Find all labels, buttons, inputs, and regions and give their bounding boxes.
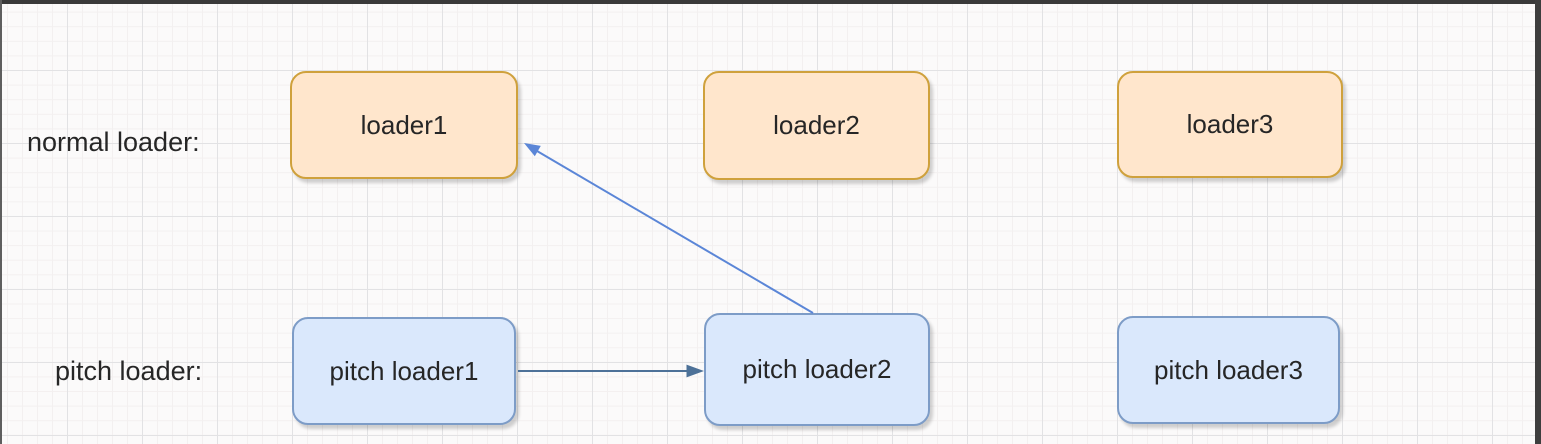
node-pitch-loader3-label: pitch loader3 bbox=[1154, 354, 1303, 385]
node-pitch-loader3[interactable]: pitch loader3 bbox=[1117, 316, 1340, 424]
arrowhead-pitch-loader2-to-loader1 bbox=[524, 143, 541, 157]
arrow-pitch-loader2-to-loader1[interactable] bbox=[536, 150, 814, 314]
node-pitch-loader2[interactable]: pitch loader2 bbox=[704, 313, 930, 426]
node-pitch-loader1[interactable]: pitch loader1 bbox=[292, 317, 516, 425]
node-loader1[interactable]: loader1 bbox=[290, 71, 518, 179]
top-edge-bar bbox=[0, 0, 1541, 4]
row-label-normal-loader: normal loader: bbox=[27, 127, 200, 157]
node-loader2[interactable]: loader2 bbox=[703, 71, 930, 180]
left-edge-bar bbox=[0, 0, 2, 444]
node-loader3[interactable]: loader3 bbox=[1117, 71, 1343, 178]
row-label-pitch-loader: pitch loader: bbox=[55, 356, 203, 386]
right-edge-bar bbox=[1535, 0, 1541, 444]
node-pitch-loader2-label: pitch loader2 bbox=[742, 354, 892, 384]
node-loader2-label: loader2 bbox=[773, 110, 860, 140]
node-pitch-loader1-label: pitch loader1 bbox=[329, 355, 479, 386]
arrowhead-pitch-loader1-to-pitch-loader2 bbox=[686, 364, 704, 378]
node-loader3-label: loader3 bbox=[1186, 109, 1274, 139]
node-loader1-label: loader1 bbox=[360, 109, 448, 140]
